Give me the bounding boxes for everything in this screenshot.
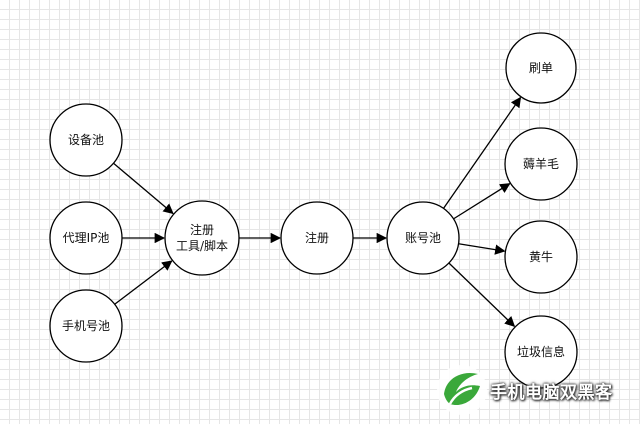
node-brush-orders: 刷单: [505, 32, 577, 104]
watermark-text: 手机电脑双黑客: [490, 382, 613, 403]
node-scalper: 黄牛: [504, 220, 578, 294]
leaf-circle-icon: [437, 365, 487, 415]
node-label: 账号池: [405, 231, 441, 245]
node-circle: [164, 200, 240, 276]
nodes-layer: 设备池代理IP池手机号池注册工具/脚本注册账号池刷单薅羊毛黄牛垃圾信息: [49, 32, 578, 389]
node-spam: 垃圾信息: [504, 315, 578, 389]
node-label: 薅羊毛: [523, 156, 559, 171]
node-circle: [504, 127, 578, 201]
node-label: 黄牛: [529, 249, 553, 264]
edge-phone-number-pool-to-register-tool: [114, 260, 173, 305]
node-circle: [49, 289, 123, 363]
edges-layer: [113, 96, 522, 328]
node-circle: [49, 201, 123, 275]
edge-account-pool-to-spam: [448, 262, 516, 328]
node-label: 注册: [305, 230, 329, 245]
node-label: 刷单: [529, 61, 553, 75]
node-label: 工具/脚本: [176, 238, 228, 253]
watermark: 手机电脑双黑客: [436, 364, 640, 416]
node-phone-number-pool: 手机号池: [49, 289, 123, 363]
node-label: 代理IP池: [63, 231, 110, 245]
node-circle: [280, 201, 354, 275]
node-circle: [49, 103, 123, 177]
node-register: 注册: [280, 201, 354, 275]
node-circle: [505, 32, 577, 104]
node-label: 手机号池: [62, 319, 110, 333]
node-circle: [386, 201, 460, 275]
edge-account-pool-to-coupon-hunting: [453, 183, 511, 220]
node-label: 注册: [190, 222, 214, 237]
node-account-pool: 账号池: [386, 201, 460, 275]
edge-account-pool-to-brush-orders: [442, 96, 522, 209]
edge-device-pool-to-register-tool: [113, 162, 174, 215]
node-circle: [504, 220, 578, 294]
edge-account-pool-to-scalper: [458, 243, 506, 255]
node-proxy-ip-pool: 代理IP池: [49, 201, 123, 275]
node-device-pool: 设备池: [49, 103, 123, 177]
node-circle: [504, 315, 578, 389]
node-label: 设备池: [68, 133, 104, 147]
node-coupon-hunting: 薅羊毛: [504, 127, 578, 201]
node-label: 垃圾信息: [517, 344, 565, 359]
